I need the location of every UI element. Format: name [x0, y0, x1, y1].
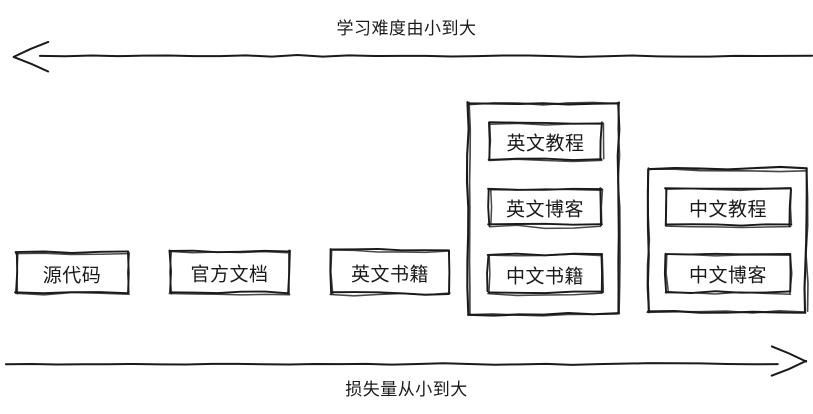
- node-chinese-books-label: 中文书籍: [505, 265, 585, 287]
- node-chinese-blog-label: 中文博客: [688, 264, 768, 287]
- node-english-books-label: 英文书籍: [350, 263, 430, 285]
- top-axis-caption: 学习难度由小到大: [336, 19, 477, 39]
- node-official-docs-label: 官方文档: [190, 263, 269, 286]
- node-source-code-label: 源代码: [42, 264, 102, 286]
- node-english-tutorial-label: 英文教程: [506, 132, 585, 155]
- node-chinese-tutorial-label: 中文教程: [688, 198, 768, 221]
- node-english-blog-label: 英文博客: [505, 198, 585, 221]
- bottom-axis-caption: 损失量从小到大: [345, 380, 468, 400]
